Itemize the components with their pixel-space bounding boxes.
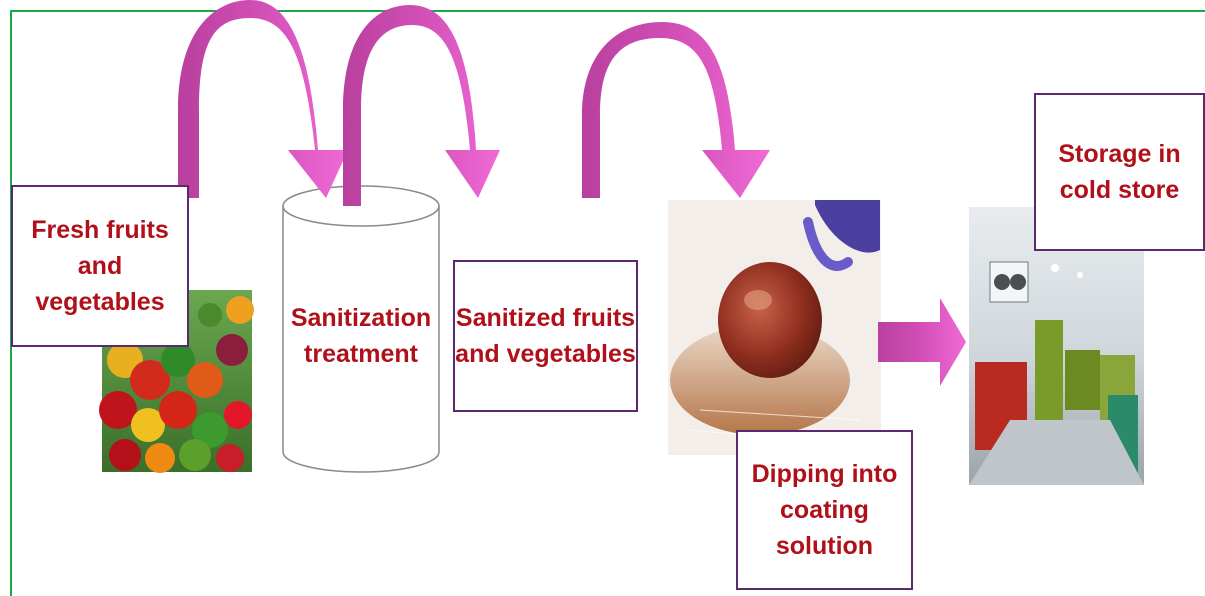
step-dipping-box: Dipping into coating solution — [736, 430, 913, 590]
step-storage-label: Storage in cold store — [1058, 136, 1180, 209]
step-sanitization-label: Sanitization treatment — [283, 300, 439, 373]
step-fresh-fruits-box: Fresh fruits and vegetables — [11, 185, 189, 347]
curved-arrow-3 — [582, 22, 770, 198]
curved-arrow-2 — [343, 5, 500, 206]
step-sanitized-box: Sanitized fruits and vegetables — [453, 260, 638, 412]
step-sanitized-label: Sanitized fruits and vegetables — [455, 300, 636, 373]
curved-arrow-1 — [178, 0, 348, 198]
step-storage-box: Storage in cold store — [1034, 93, 1205, 251]
coated-fruit-photo — [668, 200, 881, 455]
step-fresh-fruits-label: Fresh fruits and vegetables — [31, 212, 169, 321]
step-dipping-label: Dipping into coating solution — [752, 456, 898, 565]
straight-arrow — [878, 298, 966, 386]
